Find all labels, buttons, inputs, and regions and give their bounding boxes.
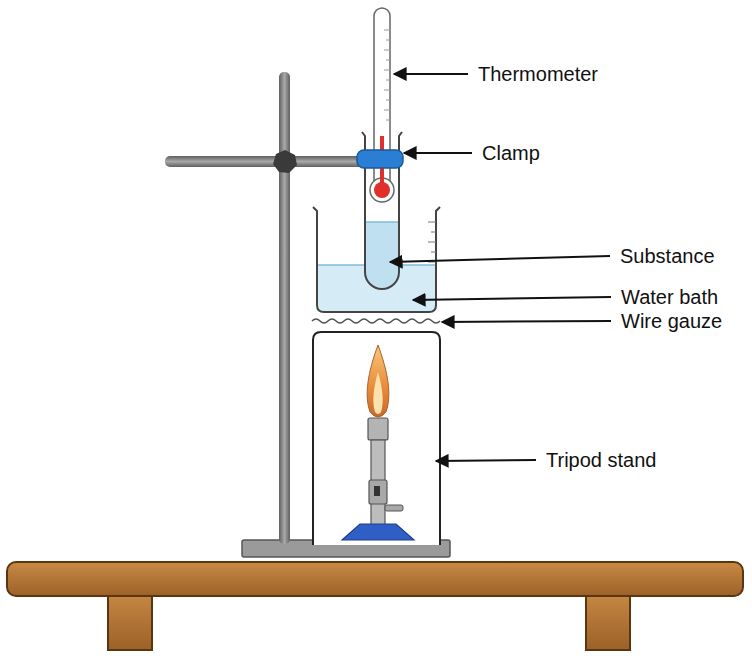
burner-base xyxy=(342,524,414,540)
substance-surface xyxy=(365,221,399,223)
table-leg xyxy=(108,590,152,650)
clamp xyxy=(357,150,403,168)
gas-inlet xyxy=(385,505,403,511)
air-regulator xyxy=(369,480,387,504)
substance xyxy=(365,222,399,289)
air-hole xyxy=(374,486,380,496)
leader-arrow xyxy=(390,256,610,262)
thermometer-scale xyxy=(384,30,390,120)
leader-lines xyxy=(390,74,611,461)
clamp-arm xyxy=(165,156,380,167)
wire-gauze xyxy=(312,319,440,323)
leader-arrow xyxy=(413,297,611,300)
leader-arrow xyxy=(404,152,472,154)
part-label: Water bath xyxy=(621,286,718,308)
table-top xyxy=(7,562,743,596)
leader-arrow xyxy=(394,73,468,75)
table-leg xyxy=(586,590,630,650)
beaker xyxy=(313,207,440,312)
burner-collar xyxy=(368,418,388,440)
leader-arrow xyxy=(436,460,536,461)
part-label: Wire gauze xyxy=(621,310,722,332)
flame-core xyxy=(373,372,382,414)
boss-head xyxy=(273,150,297,173)
stand-rod xyxy=(279,72,290,544)
tripod-stand xyxy=(313,332,440,545)
part-label: Clamp xyxy=(482,142,540,164)
part-label: Tripod stand xyxy=(546,449,656,471)
burner-flame xyxy=(367,345,389,417)
leader-arrow xyxy=(442,321,611,322)
beaker-scale xyxy=(428,222,436,262)
part-label: Thermometer xyxy=(478,63,598,85)
part-label: Substance xyxy=(620,245,715,267)
mercury-bulb xyxy=(374,182,390,198)
